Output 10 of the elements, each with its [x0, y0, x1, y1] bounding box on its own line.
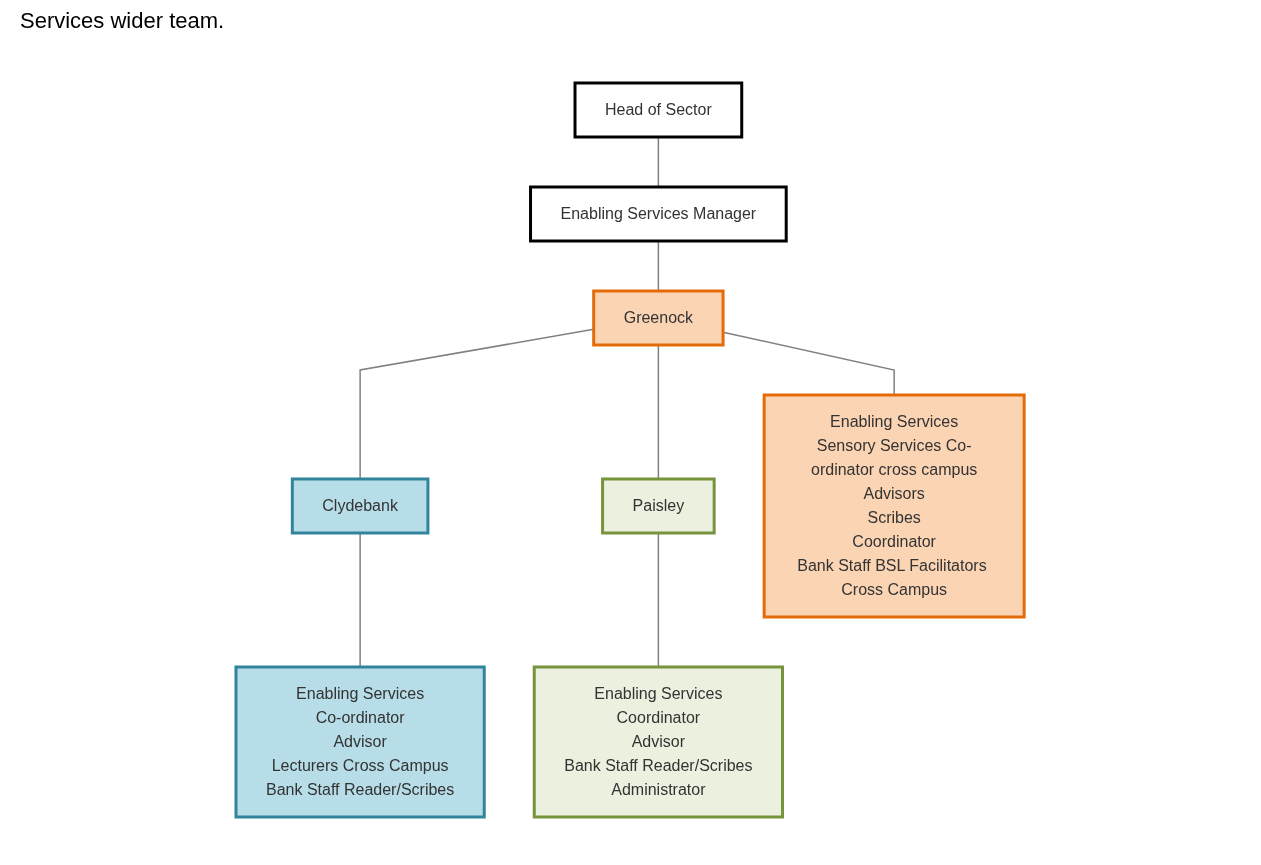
- node-box: Enabling Services Coordinator Advisor Bank Staff Reader/Scribes Administrator: [533, 665, 785, 819]
- node-box: Clydebank: [291, 477, 430, 535]
- note-text: Services wider team.: [20, 8, 225, 34]
- node-box: Paisley: [601, 477, 717, 535]
- node-box: Greenock: [592, 289, 725, 347]
- connector: [359, 328, 595, 480]
- node-box: Head of Sector: [573, 81, 744, 139]
- node-box: Enabling Services Co-ordinator Advisor Lecturers Cross Campus Bank Staff Reader/Scribes: [234, 665, 487, 819]
- node-box: Enabling Services Manager: [529, 185, 789, 243]
- node-box: Enabling Services Sensory Services Co-ordinator cross campus Advisors Scribes Coordinator Bank Staff BSL Facilitators Cross Campus: [763, 393, 1027, 619]
